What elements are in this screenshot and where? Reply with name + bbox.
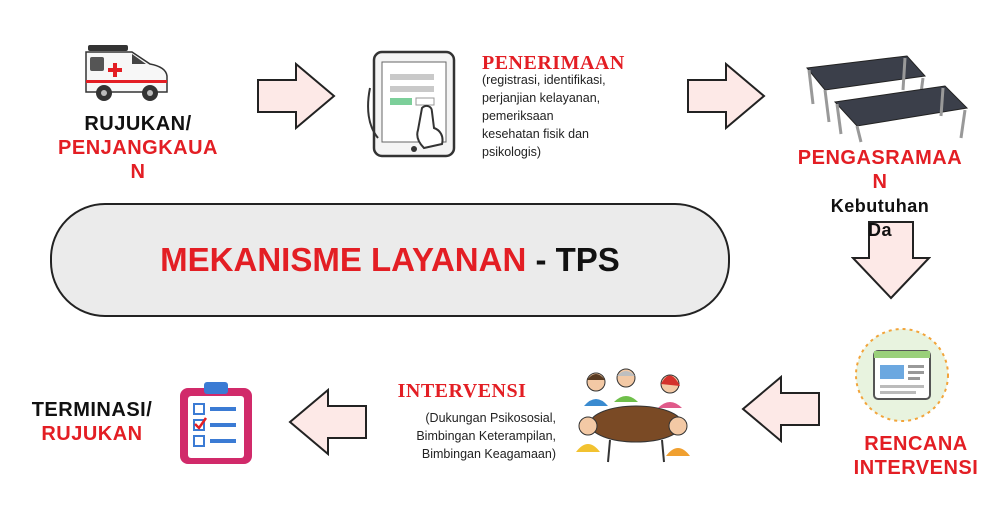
penjangkauan-label: PENJANGKAUA bbox=[58, 137, 218, 159]
group-meeting-icon bbox=[576, 368, 690, 463]
step-penerimaan: PENERIMAAN (registrasi, identifikasi, pe… bbox=[482, 52, 625, 161]
arrow-right-2 bbox=[687, 62, 766, 130]
arrow-right-1 bbox=[257, 62, 336, 130]
intervensi-detail: (Dukungan Psikososial, Bimbingan Keteram… bbox=[416, 411, 556, 461]
ambulance-icon bbox=[85, 45, 168, 101]
kebutuhan-label-cont: Da bbox=[867, 220, 892, 238]
checklist-icon bbox=[180, 382, 252, 464]
tablet-form-icon bbox=[367, 50, 456, 158]
cots-icon bbox=[806, 55, 969, 143]
intervensi-title: INTERVENSI bbox=[397, 380, 527, 402]
rujukan-label: RUJUKAN/ bbox=[84, 113, 192, 135]
pengasramaan-label-cont: N bbox=[872, 171, 888, 193]
kebutuhan-label: Kebutuhan bbox=[830, 196, 930, 216]
step-terminasi: TERMINASI/ RUJUKAN bbox=[12, 398, 172, 446]
title-box: MEKANISME LAYANAN - TPS bbox=[50, 203, 730, 317]
penerimaan-title: PENERIMAAN bbox=[482, 52, 625, 74]
arrow-down bbox=[851, 221, 931, 300]
plan-document-icon bbox=[855, 328, 949, 422]
rencana-label: RENCANA bbox=[864, 433, 968, 455]
step-rujukan: RUJUKAN/ PENJANGKAUA N bbox=[58, 112, 218, 184]
arrow-left-1 bbox=[741, 375, 820, 443]
penerimaan-detail: (registrasi, identifikasi, perjanjian ke… bbox=[482, 73, 606, 159]
rujukan-final-label: RUJUKAN bbox=[41, 423, 143, 445]
diagram-title: MEKANISME LAYANAN - TPS bbox=[160, 241, 620, 278]
intervensi-label: INTERVENSI bbox=[853, 457, 979, 479]
terminasi-label: TERMINASI/ bbox=[31, 399, 153, 421]
penjangkauan-label-cont: N bbox=[130, 161, 146, 183]
step-rencana: RENCANA INTERVENSI bbox=[836, 432, 996, 480]
step-pengasramaan: PENGASRAMAA N Kebutuhan Da bbox=[780, 146, 980, 238]
step-intervensi: INTERVENSI (Dukungan Psikososial, Bimbin… bbox=[378, 380, 568, 463]
arrow-left-2 bbox=[288, 388, 367, 456]
pengasramaan-label: PENGASRAMAA bbox=[797, 147, 963, 169]
